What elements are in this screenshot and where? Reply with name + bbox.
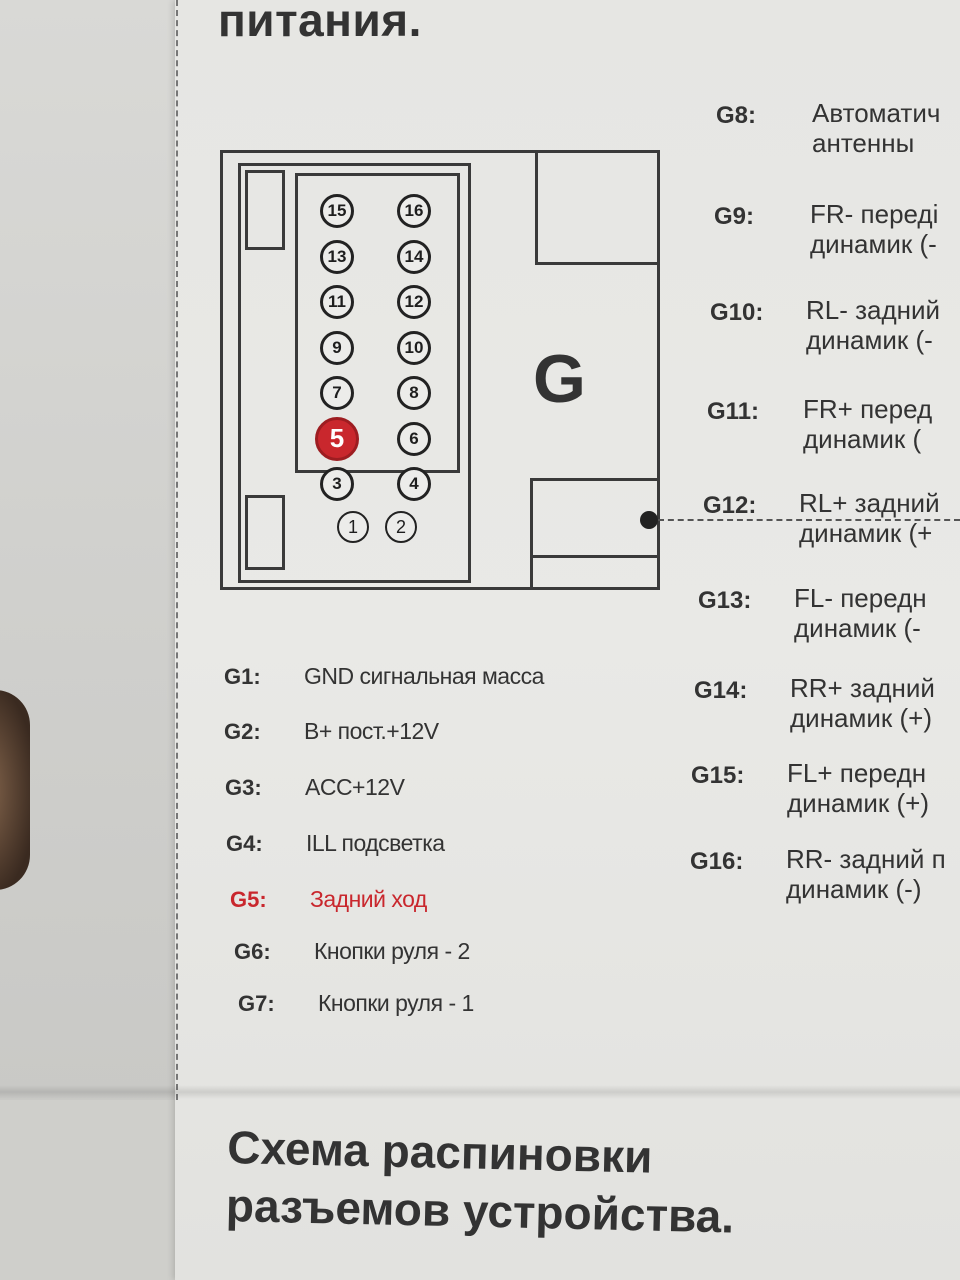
connector-tab-top — [535, 150, 660, 265]
pin-description-line-1: RR- задний п — [786, 844, 946, 874]
pin-description-line-2: динамик (+) — [787, 788, 930, 818]
connector-letter: G — [533, 341, 586, 417]
pin-description: GND сигнальная масса — [304, 663, 544, 689]
footer-title: Схема распиновки разъемов устройства. — [225, 1118, 736, 1246]
pin-12: 12 — [397, 285, 431, 319]
pin-9: 9 — [320, 330, 354, 365]
pin-id: G15: — [691, 762, 745, 789]
pin-2: 2 — [385, 511, 417, 543]
pin-description-line-2: динамик (+) — [790, 703, 933, 733]
pin-description-line-1: FR+ перед — [803, 394, 933, 424]
pin-6: 6 — [397, 421, 431, 456]
pin-10: 10 — [397, 330, 431, 365]
connector-outline — [220, 150, 660, 590]
pin-3: 3 — [320, 467, 354, 501]
pin-id: G4: — [226, 831, 263, 856]
pin-id: G2: — [224, 719, 261, 744]
pin-list-item: G5: Задний ход — [230, 886, 427, 913]
pin-description: B+ пост.+12V — [304, 718, 439, 744]
pin-list-item: G2: B+ пост.+12V — [224, 718, 439, 745]
background-sheet — [0, 0, 200, 1100]
pin-8: 8 — [397, 376, 431, 410]
pin-description: Кнопки руля - 1 — [318, 990, 474, 1016]
pin-description-line-2: динамик ( — [803, 424, 922, 454]
pin-description-line-1: FR- переді — [810, 199, 939, 229]
pin-description-line-2: антенны — [812, 128, 915, 158]
pin-id: G6: — [234, 939, 271, 964]
pin-list-item: G1: GND сигнальная масса — [224, 663, 544, 690]
pin-description-line-1: RL+ задний — [799, 488, 940, 518]
pin-11: 11 — [320, 285, 354, 319]
footer-line-2: разъемов устройства. — [225, 1178, 735, 1243]
pin-list-item: G3: ACC+12V — [225, 774, 405, 801]
pin-7: 7 — [320, 376, 354, 410]
pin-description: ILL подсветка — [306, 830, 445, 856]
pin-list-item: G6: Кнопки руля - 2 — [234, 938, 470, 965]
pin-1: 1 — [337, 511, 369, 543]
pin-description-line-1: FL- передн — [794, 583, 927, 613]
pin-description-line-1: FL+ передн — [787, 758, 927, 788]
pin-description: ACC+12V — [305, 774, 405, 800]
pin-id: G7: — [238, 991, 275, 1016]
pin-id: G13: — [698, 587, 752, 614]
connector-tab-bottom-strip — [530, 555, 660, 590]
paper-fold — [0, 1085, 960, 1099]
pin-13: 13 — [320, 239, 354, 274]
pin-description: Задний ход — [310, 886, 427, 912]
pin-14: 14 — [397, 239, 431, 274]
pin-description-line-2: динамик (-) — [786, 874, 922, 904]
pin-id: G12: — [703, 492, 757, 519]
callout-line — [658, 519, 960, 521]
pin-id: G8: — [716, 102, 757, 129]
pin-description-line-2: динамик (- — [794, 613, 921, 643]
instruction-sheet — [175, 0, 960, 1280]
finger — [0, 690, 30, 890]
section-title: питания. — [218, 0, 422, 46]
pin-15: 15 — [320, 194, 354, 228]
pin-id: G14: — [694, 677, 748, 704]
pin-description-line-2: динамик (- — [810, 229, 937, 259]
pin-list-item: G4: ILL подсветка — [226, 830, 445, 857]
pin-16: 16 — [397, 194, 431, 228]
pin-description-line-1: Автоматич — [812, 98, 941, 128]
connector-pin-area — [295, 173, 460, 473]
pin-4: 4 — [397, 467, 431, 501]
pin-description-line-1: RL- задний — [806, 295, 941, 325]
pin-description-line-2: динамик (+ — [799, 518, 933, 548]
pin-description-line-1: RR+ задний — [790, 673, 935, 703]
pin-description-line-2: динамик (- — [806, 325, 933, 355]
pin-description: Кнопки руля - 2 — [314, 938, 470, 964]
pin-id: G16: — [690, 848, 744, 875]
pin-id: G3: — [225, 775, 262, 800]
callout-dot — [640, 511, 658, 529]
sheet-edge — [176, 0, 178, 1100]
latch-top — [245, 170, 285, 250]
pin-id: G10: — [710, 299, 764, 326]
pin-list-item: G7: Кнопки руля - 1 — [238, 990, 474, 1017]
pin-id: G9: — [714, 203, 755, 230]
pin-id: G5: — [230, 887, 267, 912]
pin-id: G11: — [707, 398, 760, 425]
connector-housing — [238, 163, 471, 583]
latch-bottom — [245, 495, 285, 570]
pin-id: G1: — [224, 664, 261, 689]
pin-5: 5 — [315, 416, 359, 461]
